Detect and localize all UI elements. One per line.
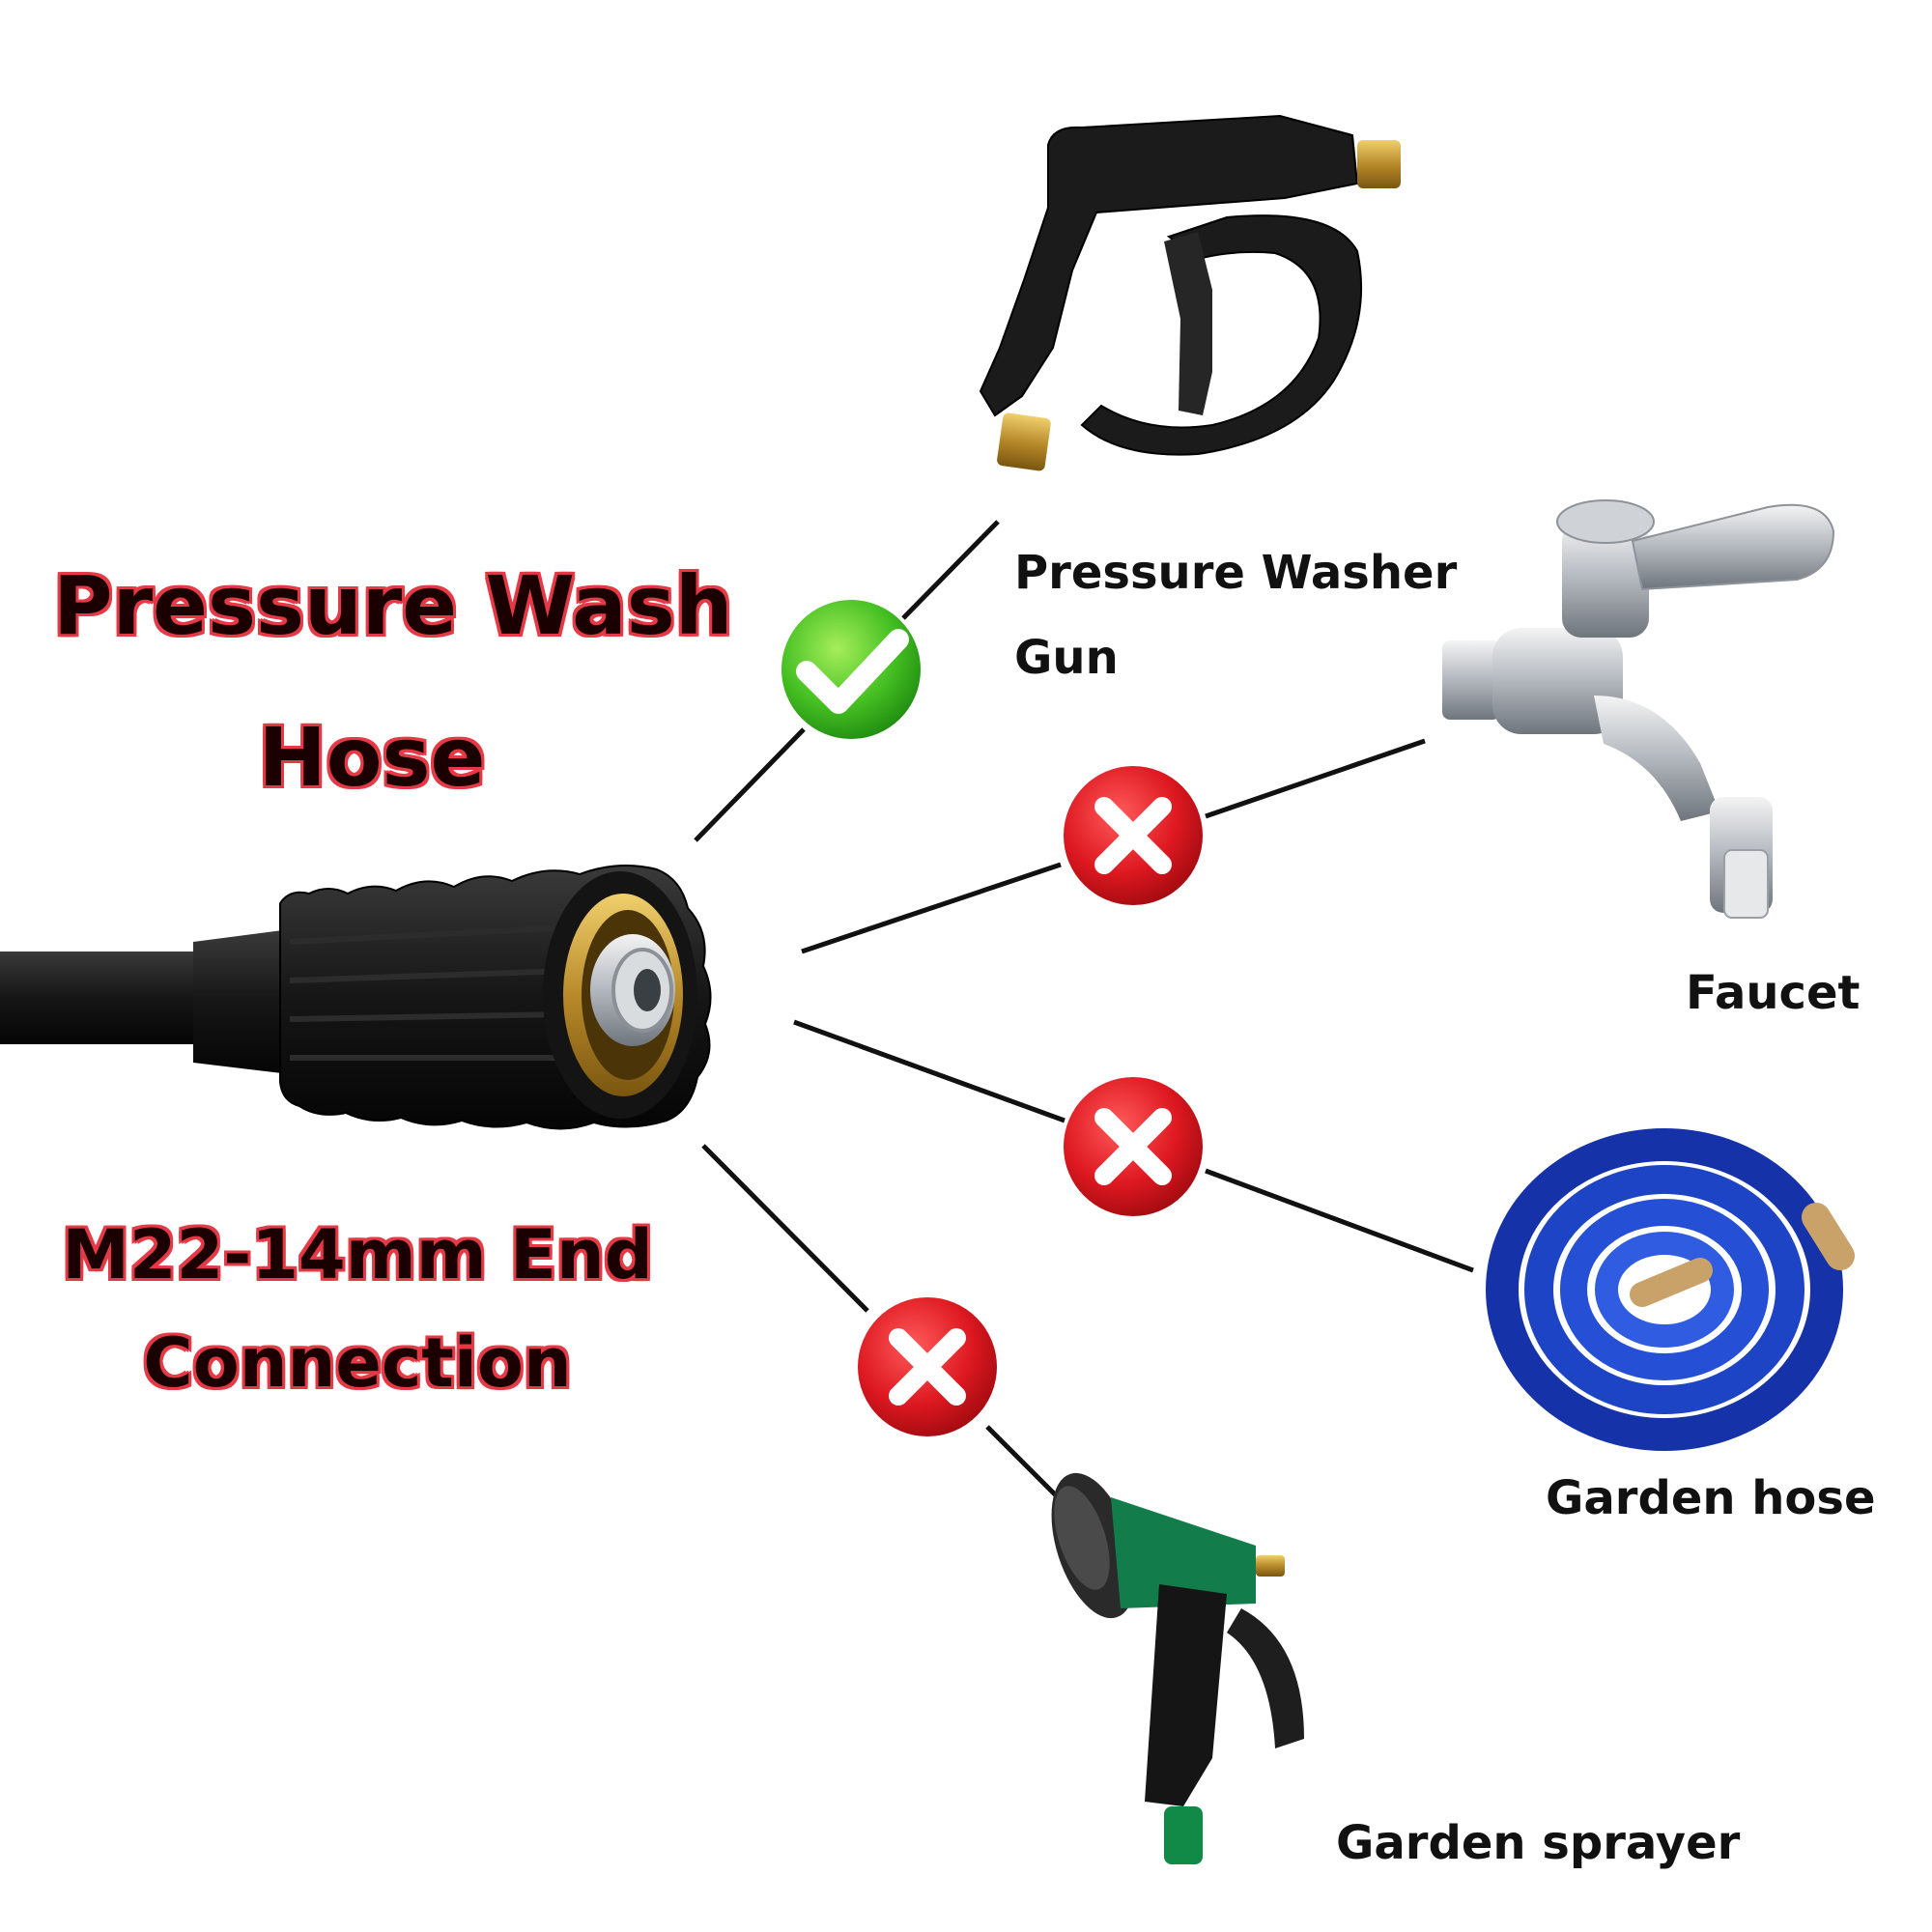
sprayer-connector xyxy=(1164,1806,1203,1864)
stem-bore xyxy=(634,969,661,1011)
title-line-1: Pressure Wash xyxy=(53,558,733,653)
cross-icon xyxy=(1064,1077,1203,1216)
gun-handle xyxy=(1080,214,1363,456)
pressure-washer-gun-image xyxy=(979,114,1401,471)
sprayer-face xyxy=(1054,1486,1110,1590)
line-to-faucet-left xyxy=(801,862,1062,954)
label-garden-sprayer: Garden sprayer xyxy=(1336,1816,1741,1870)
label-garden-hose: Garden hose xyxy=(1546,1471,1876,1525)
hose-outer-connector xyxy=(1802,1203,1855,1270)
connector-lines xyxy=(694,520,1474,1499)
hose-inner-connector xyxy=(1630,1258,1713,1307)
gun-body xyxy=(979,114,1359,417)
check-icon xyxy=(781,600,921,739)
garden-sprayer-image xyxy=(1051,1472,1304,1864)
spec-line-1: M22-14mm End xyxy=(62,1215,653,1294)
faucet-spout xyxy=(1594,696,1719,821)
sprayer-grip xyxy=(1145,1584,1227,1806)
sprayer-body xyxy=(1111,1497,1256,1608)
faucet-image xyxy=(1442,499,1835,919)
gun-brass-inlet xyxy=(997,412,1051,471)
gun-trigger xyxy=(1164,232,1212,415)
hose-fitting-image xyxy=(0,865,712,1130)
label-faucet: Faucet xyxy=(1686,966,1861,1020)
line-to-sprayer-lower xyxy=(985,1425,1060,1499)
faucet-hose-barb xyxy=(1723,849,1769,919)
faucet-lever xyxy=(1631,503,1835,591)
faucet-stem xyxy=(1562,522,1649,638)
gun-brass-outlet xyxy=(1357,140,1401,188)
line-to-hose-right xyxy=(1205,1168,1474,1273)
spec-line-2: Connection xyxy=(143,1323,572,1403)
label-pressure-washer-gun-line2: Gun xyxy=(1014,631,1119,685)
line-to-gun-upper xyxy=(901,520,1000,620)
line-to-sprayer-upper xyxy=(701,1144,869,1313)
line-to-hose-left xyxy=(793,1019,1065,1123)
faucet-body-horizontal xyxy=(1492,628,1623,734)
garden-hose-image xyxy=(1486,1128,1855,1451)
label-pressure-washer-gun-line1: Pressure Washer xyxy=(1014,546,1458,600)
faucet-cap xyxy=(1556,499,1655,544)
sprayer-brass-tip xyxy=(1256,1555,1285,1577)
cross-icon xyxy=(1064,766,1203,905)
nut-ridges xyxy=(289,924,571,1061)
faucet-inlet-thread xyxy=(1442,640,1500,720)
hose-collar xyxy=(193,929,290,1074)
sprayer-trigger xyxy=(1227,1608,1304,1748)
cross-icon xyxy=(858,1297,997,1436)
line-to-faucet-right xyxy=(1205,738,1426,819)
title-line-2: Hose xyxy=(258,710,486,805)
line-to-gun-lower xyxy=(694,727,806,842)
